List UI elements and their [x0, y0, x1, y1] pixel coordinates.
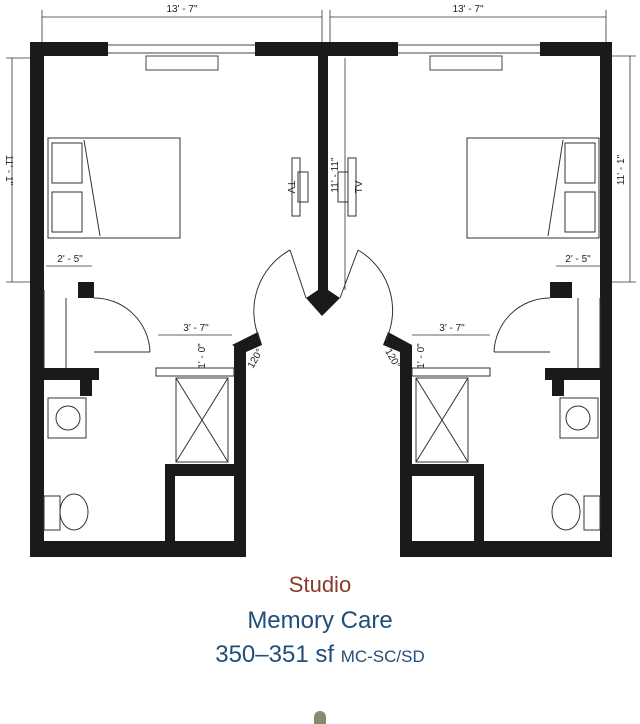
plan-subtitle: Memory Care: [247, 607, 393, 634]
tv-units: [291, 157, 357, 217]
dim-right-bath: 3' - 7": [439, 323, 465, 334]
dim-right-width: 13' - 7": [452, 4, 483, 15]
dim-center-depth: 11' - 11": [330, 157, 341, 193]
tv-label-left: TV: [285, 181, 296, 194]
beds: [47, 137, 600, 239]
plan-title: Studio: [288, 572, 352, 597]
bath-fixtures: [43, 290, 601, 531]
dim-left-step: 1' - 0": [197, 343, 208, 369]
dim-left-depth: 11' - 1": [3, 155, 14, 186]
dim-right-depth: 11' - 1": [616, 154, 627, 185]
dim-left-bath: 3' - 7": [183, 323, 209, 334]
leaf-icon: [314, 711, 326, 724]
dimension-labels: 13' - 7" 13' - 7" 11' - 1" 11' - 1" 11' …: [3, 4, 627, 370]
area-value: 350–351 sf: [215, 641, 335, 668]
walls: [30, 42, 612, 557]
dim-left-width: 13' - 7": [166, 4, 197, 15]
dim-left-closet: 2' - 5": [57, 254, 83, 265]
dim-right-step: 1' - 0": [416, 343, 427, 369]
plan-code: MC-SC/SD: [340, 647, 425, 666]
plan-area: 350–351 sf MC-SC/SD: [0, 641, 640, 669]
dim-right-closet: 2' - 5": [565, 254, 591, 265]
tv-label-right: TV: [354, 180, 365, 193]
dimension-lines: [6, 10, 636, 336]
windows: [108, 44, 540, 71]
doors: [93, 249, 551, 377]
